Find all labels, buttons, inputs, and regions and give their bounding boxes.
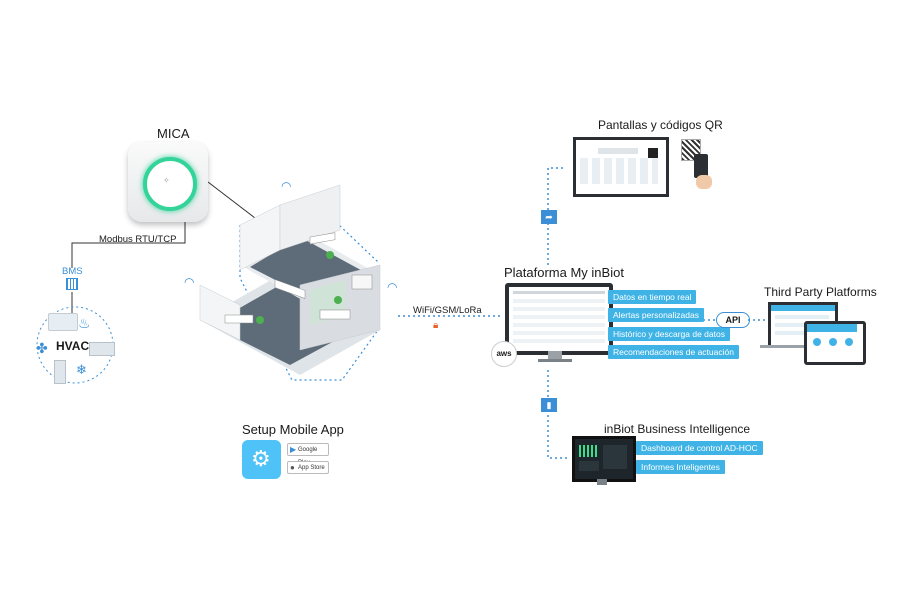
- feature-alerts: Alertas personalizadas: [608, 308, 704, 322]
- wireless-label: WiFi/GSM/LoRa: [413, 305, 482, 316]
- aws-badge: aws: [491, 341, 517, 367]
- screens-qr-label: Pantallas y códigos QR: [598, 118, 723, 132]
- bi-monitor: [572, 436, 636, 482]
- app-store-button[interactable]: App Store: [287, 461, 329, 474]
- phone-icon: [694, 154, 708, 178]
- third-party-label: Third Party Platforms: [764, 285, 877, 299]
- fan-icon: ✤: [36, 340, 48, 356]
- platform-monitor: [505, 283, 613, 355]
- bi-feature-reports: Informes Inteligentes: [636, 460, 725, 474]
- apple-icon: ●: [290, 463, 295, 472]
- wifi-icon-right: ◠: [387, 280, 398, 294]
- wifi-icon-left: ◠: [184, 275, 195, 289]
- third-party-tablet: [804, 321, 866, 365]
- setup-app-label: Setup Mobile App: [242, 422, 344, 437]
- bms-icon: [66, 278, 78, 290]
- platform-screens-link: [547, 167, 566, 265]
- mica-device: ✧: [128, 142, 208, 222]
- hvac-label: HVAC: [56, 339, 90, 353]
- google-play-icon: ▶: [290, 445, 297, 454]
- mica-label: MICA: [157, 126, 190, 141]
- mica-status-ring: [143, 157, 197, 211]
- bi-label: inBiot Business Intelligence: [604, 422, 751, 436]
- modbus-line: [71, 220, 186, 268]
- platform-label: Plataforma My inBiot: [504, 265, 624, 280]
- share-icon: ➦: [541, 210, 557, 224]
- lock-icon: 🔒︎: [433, 320, 439, 331]
- modbus-label: Modbus RTU/TCP: [99, 234, 177, 245]
- mica-logo-icon: ✧: [163, 176, 170, 185]
- api-badge: API: [716, 312, 750, 328]
- bar-chart-icon: ▮: [541, 398, 557, 412]
- platform-bi-link: [547, 370, 568, 459]
- radiator-icon: [89, 342, 115, 356]
- feature-realtime: Datos en tiempo real: [608, 290, 697, 304]
- ac-unit-icon: [48, 313, 78, 331]
- snowflake-icon: ❄: [76, 362, 87, 377]
- bms-label: BMS: [62, 266, 83, 277]
- flame-icon: ♨: [78, 315, 91, 331]
- thermostat-unit-icon: [54, 360, 66, 384]
- hand-icon: [696, 175, 712, 189]
- gear-icon: ⚙: [251, 446, 271, 471]
- wifi-icon-top: ◠: [281, 179, 292, 193]
- display-screen: [573, 137, 669, 197]
- feature-recommendations: Recomendaciones de actuación: [608, 345, 739, 359]
- building-illustration: [199, 184, 381, 375]
- feature-history: Histórico y descarga de datos: [608, 327, 730, 341]
- app-tile[interactable]: ⚙: [242, 440, 281, 479]
- bi-feature-dashboard: Dashboard de control AD-HOC: [636, 441, 763, 455]
